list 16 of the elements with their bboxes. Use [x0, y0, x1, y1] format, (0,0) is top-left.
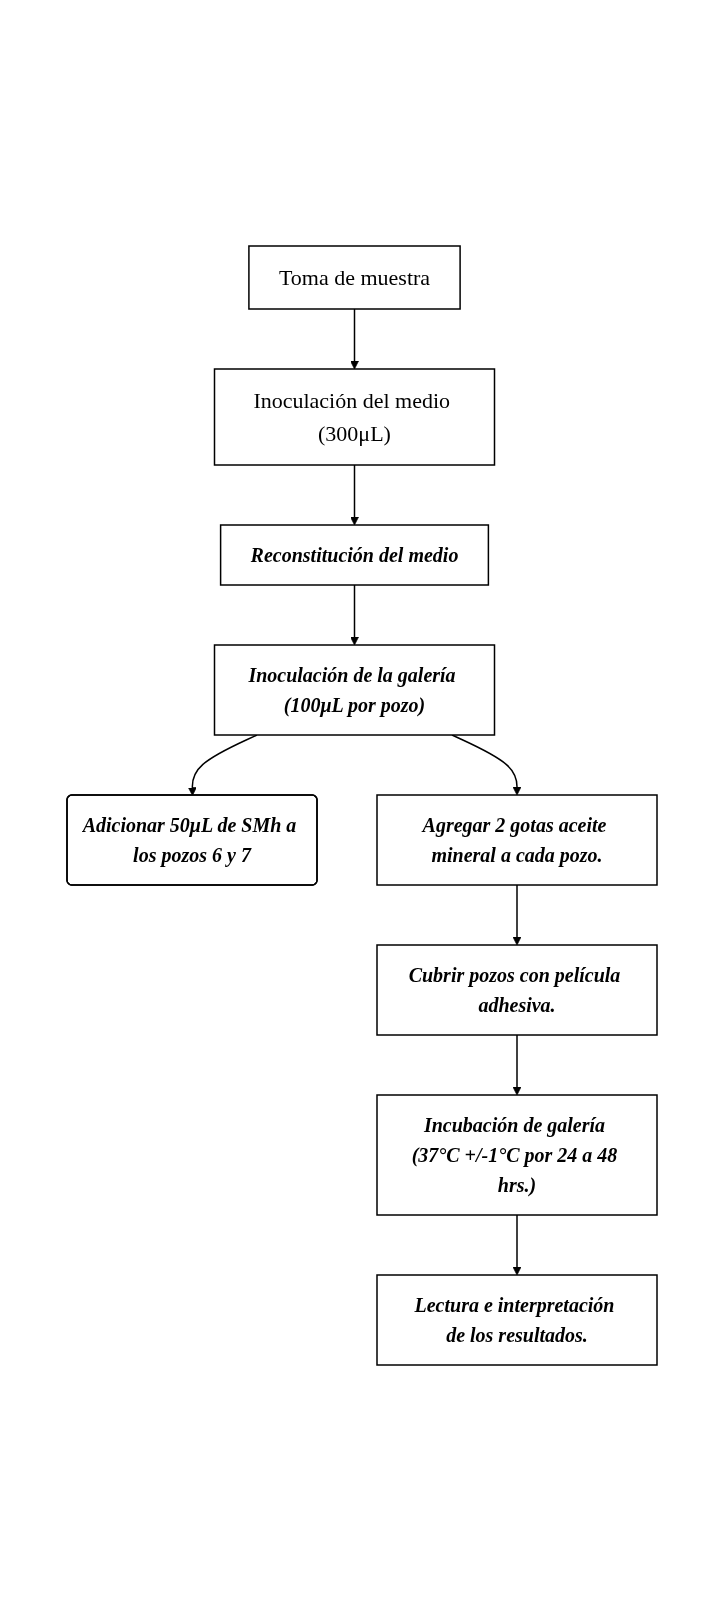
node-box: Lectura e interpretación de los resultados.: [376, 1274, 658, 1366]
arrow: [451, 734, 522, 796]
node-box: Agregar 2 gotas aceite mineral a cada pozo.: [376, 794, 658, 886]
arrow: [350, 464, 359, 526]
arrow: [512, 884, 522, 946]
arrow: [350, 584, 359, 646]
node-box: Reconstitución del medio: [219, 524, 490, 586]
node-box: Incubación de galería (37°C +/-1°C por 24 a 48 hrs.): [376, 1094, 658, 1216]
node-box: Inoculación de la galería (100μL por pozo): [213, 644, 496, 736]
arrow: [512, 1034, 522, 1096]
node-box: Inoculación del medio (300μL): [213, 368, 496, 466]
node-box: Toma de muestra: [248, 245, 461, 310]
node-box: Cubrir pozos con película adhesiva.: [376, 944, 658, 1036]
arrow: [187, 734, 258, 796]
arrow: [350, 308, 359, 370]
arrow: [512, 1214, 522, 1276]
